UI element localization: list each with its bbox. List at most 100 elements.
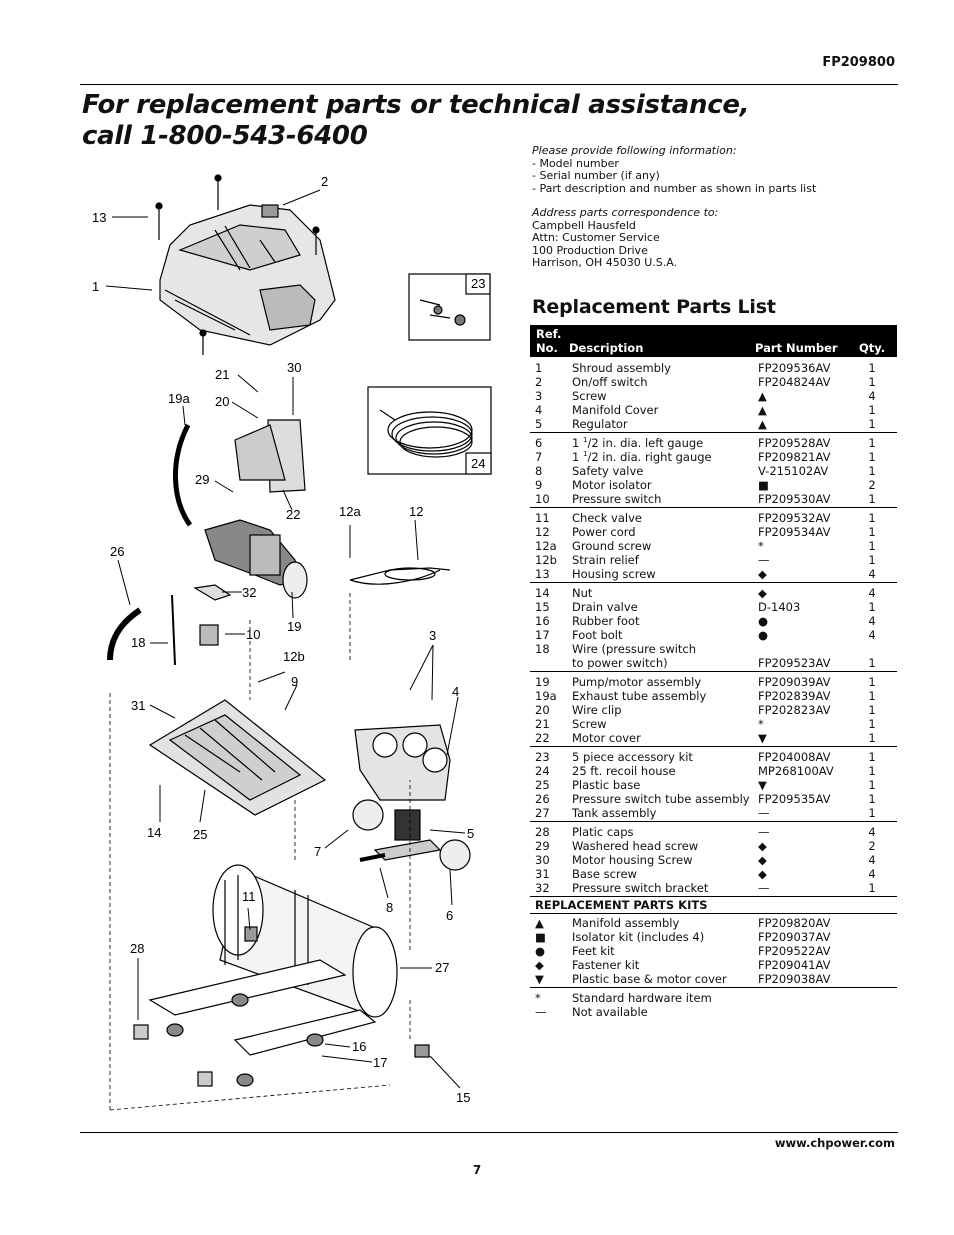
- qty-cell: 1: [868, 764, 876, 778]
- kits-title: REPLACEMENT PARTS KITS: [530, 896, 897, 914]
- part-number-cell: ●: [758, 628, 769, 642]
- part-number-cell: FP209821AV: [758, 450, 831, 464]
- ref-cell: 19: [535, 675, 550, 689]
- description-cell: Check valve: [572, 511, 642, 525]
- qty-cell: 1: [868, 717, 876, 731]
- ref-cell: 32: [535, 881, 550, 895]
- callout-4: 4: [452, 684, 459, 699]
- kit-part-number: FP209041AV: [758, 958, 831, 972]
- callout-21: 21: [215, 367, 229, 382]
- kit-description: Plastic base & motor cover: [572, 972, 727, 986]
- callout-8: 8: [386, 900, 393, 915]
- part-number-cell: FP204008AV: [758, 750, 831, 764]
- callout-12: 12: [409, 504, 423, 519]
- ref-cell: 11: [535, 511, 550, 525]
- header-ref: Ref.: [536, 327, 562, 341]
- ref-cell: 23: [535, 750, 550, 764]
- qty-cell: 1: [868, 361, 876, 375]
- kit-symbol: ■: [535, 930, 546, 944]
- description-cell: Base screw: [572, 867, 637, 881]
- ref-cell: 25: [535, 778, 550, 792]
- qty-cell: 1: [868, 553, 876, 567]
- description-cell: Manifold Cover: [572, 403, 659, 417]
- ref-cell: 24: [535, 764, 550, 778]
- ref-cell: 17: [535, 628, 550, 642]
- callout-2: 2: [321, 174, 328, 189]
- callout-9: 9: [291, 674, 298, 689]
- qty-cell: 1: [868, 703, 876, 717]
- qty-cell: 4: [868, 614, 876, 628]
- description-cell: 1 1/2 in. dia. right gauge: [572, 450, 712, 464]
- ref-cell: 28: [535, 825, 550, 839]
- part-number-cell: ◆: [758, 839, 767, 853]
- ref-cell: 4: [535, 403, 543, 417]
- part-number-cell: FP209535AV: [758, 792, 831, 806]
- qty-cell: 1: [868, 806, 876, 820]
- callout-30: 30: [287, 360, 301, 375]
- description-cell: Motor cover: [572, 731, 641, 745]
- description-cell: Foot bolt: [572, 628, 623, 642]
- description-cell: Pressure switch: [572, 492, 662, 506]
- kit-row: ■Isolator kit (includes 4)FP209037AV: [530, 930, 897, 944]
- callout-25: 25: [193, 827, 207, 842]
- legend-notes: *Standard hardware item—Not available: [530, 987, 897, 1022]
- qty-cell: 1: [868, 750, 876, 764]
- header-qty: Qty.: [859, 341, 886, 355]
- qty-cell: 1: [868, 539, 876, 553]
- callout-27: 27: [435, 960, 449, 975]
- ref-cell: 2: [535, 375, 543, 389]
- part-number-cell: D-1403: [758, 600, 801, 614]
- qty-cell: 1: [868, 403, 876, 417]
- kit-symbol: ●: [535, 944, 546, 958]
- description-cell: Plastic base: [572, 778, 641, 792]
- website-url[interactable]: www.chpower.com: [774, 1136, 895, 1150]
- part-number-cell: FP204824AV: [758, 375, 831, 389]
- part-number-cell: *: [758, 539, 764, 553]
- description-cell: Screw: [572, 717, 607, 731]
- address-label: Address parts correspondence to:: [532, 206, 719, 219]
- part-number-cell: FP209534AV: [758, 525, 831, 539]
- part-number-cell: FP209530AV: [758, 492, 831, 506]
- part-number-cell: FP209532AV: [758, 511, 831, 525]
- part-number-cell: FP209039AV: [758, 675, 831, 689]
- description-cell: Nut: [572, 586, 593, 600]
- part-number-cell: —: [758, 553, 770, 567]
- part-number-cell: ◆: [758, 586, 767, 600]
- qty-cell: 1: [868, 778, 876, 792]
- info-item: - Part description and number as shown i…: [532, 181, 817, 195]
- callout-26: 26: [110, 544, 124, 559]
- page-number: 7: [472, 1163, 482, 1177]
- desc-part: 1: [572, 436, 583, 450]
- ref-cell: 3: [535, 389, 543, 403]
- description-cell: On/off switch: [572, 375, 648, 389]
- headline-line-2: call 1-800-543-6400: [82, 121, 368, 151]
- description-cell: Screw: [572, 389, 607, 403]
- description-cell: 5 piece accessory kit: [572, 750, 693, 764]
- callout-6: 6: [446, 908, 453, 923]
- ref-cell: 6: [535, 436, 543, 450]
- part-number-cell: —: [758, 806, 770, 820]
- ref-cell: 12a: [535, 539, 557, 553]
- qty-cell: 1: [868, 689, 876, 703]
- callout-16: 16: [352, 1039, 366, 1054]
- description-cell: Pressure switch tube assembly: [572, 792, 750, 806]
- qty-cell: 1: [868, 525, 876, 539]
- ref-cell: 29: [535, 839, 550, 853]
- ref-cell: 19a: [535, 689, 557, 703]
- qty-cell: 4: [868, 389, 876, 403]
- callout-3: 3: [429, 628, 436, 643]
